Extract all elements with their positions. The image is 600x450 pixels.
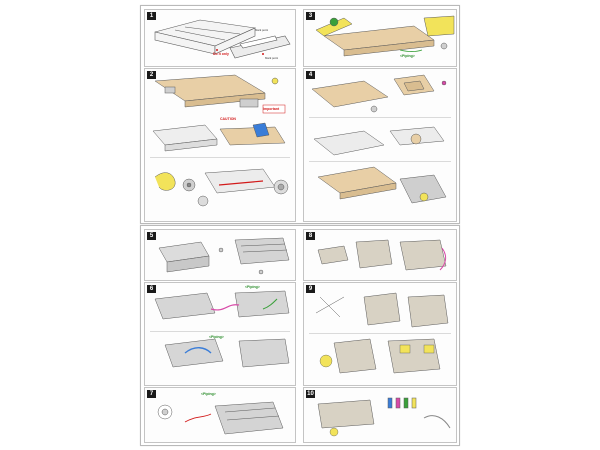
step-5-panel: 5 xyxy=(144,229,296,281)
callout-note: Mark point xyxy=(255,28,269,32)
step-3-panel: 3 <Piping> xyxy=(303,9,457,67)
step-10-panel: 10 xyxy=(303,387,457,443)
step-number: 2 xyxy=(147,71,156,79)
step-number: 10 xyxy=(306,390,315,398)
callout-label: Do it only xyxy=(213,52,229,56)
callout-note: Mark point xyxy=(265,56,279,60)
step-number: 9 xyxy=(306,285,315,293)
step-3-illustration xyxy=(315,15,455,57)
step-number: 4 xyxy=(306,71,315,79)
caution-label: CAUTION xyxy=(220,117,236,121)
step-7-illustration xyxy=(157,401,284,435)
piping-label: <Piping> xyxy=(201,392,216,396)
step-2-panel: 2 xyxy=(144,68,296,222)
step-6-panel: 6 <Piping> <Piping> xyxy=(144,282,296,386)
step-number: 3 xyxy=(306,12,315,20)
step-number: 8 xyxy=(306,232,315,240)
step-number: 7 xyxy=(147,390,156,398)
instruction-sheet-top: 1 Do it only Mark point Mark point 2 xyxy=(140,5,460,224)
piping-label: <Piping> xyxy=(400,54,415,58)
step-10-illustration xyxy=(317,397,451,437)
step-number: 6 xyxy=(147,285,156,293)
step-9-illustration xyxy=(309,292,451,374)
step-7-panel: 7 <Piping> xyxy=(144,387,296,443)
step-8-illustration xyxy=(317,239,447,271)
step-6-illustration xyxy=(150,290,290,368)
step-9-panel: 9 xyxy=(303,282,457,386)
step-4-illustration xyxy=(309,74,451,204)
step-5-illustration xyxy=(158,237,290,275)
step-2-illustration xyxy=(150,74,290,207)
step-4-panel: 4 xyxy=(303,68,457,222)
callout-label: Important xyxy=(263,107,280,111)
step-8-panel: 8 xyxy=(303,229,457,281)
step-1-panel: 1 Do it only Mark point Mark point xyxy=(144,9,296,67)
step-number: 5 xyxy=(147,232,156,240)
step-number: 1 xyxy=(147,12,156,20)
piping-label: <Piping> xyxy=(209,335,224,339)
piping-label: <Piping> xyxy=(245,285,260,289)
instruction-sheet-bottom: 5 6 <Pi xyxy=(140,225,460,446)
step-1-illustration xyxy=(154,19,291,59)
